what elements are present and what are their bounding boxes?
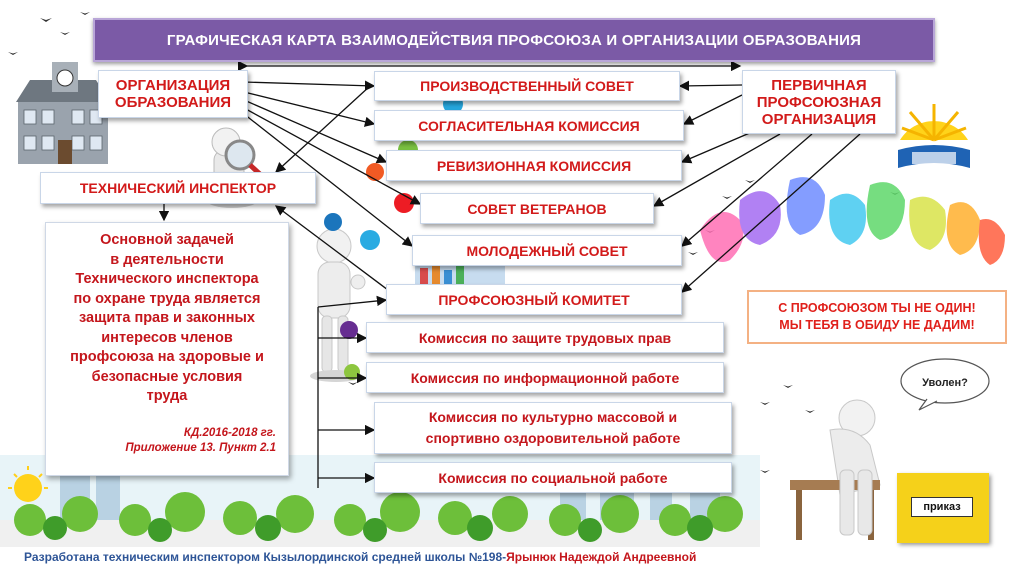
- order-document-label: приказ: [911, 497, 973, 517]
- task-line: интересов членов: [101, 329, 233, 346]
- node-primary-union-line3: ОРГАНИЗАЦИЯ: [761, 110, 877, 128]
- task-line: в деятельности: [110, 251, 224, 268]
- slogan-line-2: МЫ ТЕБЯ В ОБИДУ НЕ ДАДИМ!: [779, 318, 975, 332]
- node-conciliation-commission: СОГЛАСИТЕЛЬНАЯ КОМИССИЯ: [374, 110, 684, 141]
- node-production-council-label: ПРОИЗВОДСТВЕННЫЙ СОВЕТ: [420, 78, 634, 94]
- node-union-committee-label: ПРОФСОЮЗНЫЙ КОМИТЕТ: [438, 291, 630, 308]
- node-labor-rights-commission-label: Комиссия по защите трудовых прав: [418, 329, 672, 346]
- node-information-commission: Комиссия по информационной работе: [366, 362, 724, 393]
- jumping-people-illustration: [700, 177, 1005, 265]
- sitting-figure-illustration: [790, 399, 881, 540]
- task-line: профсоюза на здоровые и: [70, 349, 264, 365]
- union-logo-illustration: [898, 104, 970, 168]
- order-document-illustration: приказ: [897, 473, 989, 543]
- inspector-task-text-box: Основной задачей в деятельности Техничес…: [45, 222, 289, 476]
- reference-line-1: КД.2016-2018 гг.: [183, 427, 276, 439]
- reference-line-2: Приложение 13. Пункт 2.1: [125, 442, 276, 454]
- task-line: Основной задачей: [100, 232, 234, 248]
- author-credit-name: Ярынюк Надеждой Андреевной: [506, 549, 697, 564]
- node-technical-inspector: ТЕХНИЧЕСКИЙ ИНСПЕКТОР: [40, 172, 316, 204]
- task-line: защита прав и законных: [79, 310, 255, 326]
- node-technical-inspector-label: ТЕХНИЧЕСКИЙ ИНСПЕКТОР: [79, 180, 277, 196]
- node-primary-union-line1: ПЕРВИЧНАЯ: [771, 76, 867, 94]
- node-youth-council-label: МОЛОДЕЖНЫЙ СОВЕТ: [466, 242, 628, 259]
- node-primary-union-organization: ПЕРВИЧНАЯ ПРОФСОЮЗНАЯ ОРГАНИЗАЦИЯ: [742, 70, 896, 134]
- node-culture-sport-commission: Комиссия по культурно массовой и спортив…: [374, 402, 732, 454]
- inspector-task-text: Основной задачей в деятельности Техничес…: [52, 231, 282, 407]
- school-building-illustration: [16, 62, 110, 164]
- node-education-organization-line1: ОРГАНИЗАЦИЯ: [115, 77, 231, 94]
- node-conciliation-commission-label: СОГЛАСИТЕЛЬНАЯ КОМИССИЯ: [418, 117, 640, 134]
- task-line: безопасные условия: [91, 368, 243, 385]
- node-social-commission-label: Комиссия по социальной работе: [438, 469, 668, 486]
- node-labor-rights-commission: Комиссия по защите трудовых прав: [366, 322, 724, 353]
- node-youth-council: МОЛОДЕЖНЫЙ СОВЕТ: [412, 235, 682, 266]
- author-credit: Разработана техническим инспектором Кызы…: [24, 547, 754, 566]
- speech-bubble: Уволен?: [897, 355, 993, 411]
- node-education-organization: ОРГАНИЗАЦИЯ ОБРАЗОВАНИЯ: [98, 70, 248, 118]
- speech-bubble-shape: [900, 358, 990, 411]
- node-audit-commission-label: РЕВИЗИОННАЯ КОМИССИЯ: [436, 157, 632, 174]
- page-title-banner: ГРАФИЧЕСКАЯ КАРТА ВЗАИМОДЕЙСТВИЯ ПРОФСОЮ…: [93, 18, 935, 62]
- task-line: Технического инспектора: [75, 271, 259, 287]
- node-union-committee: ПРОФСОЮЗНЫЙ КОМИТЕТ: [386, 284, 682, 315]
- node-production-council: ПРОИЗВОДСТВЕННЫЙ СОВЕТ: [374, 71, 680, 101]
- node-veterans-council-label: СОВЕТ ВЕТЕРАНОВ: [467, 200, 607, 217]
- page-title: ГРАФИЧЕСКАЯ КАРТА ВЗАИМОДЕЙСТВИЯ ПРОФСОЮ…: [166, 31, 862, 49]
- node-veterans-council: СОВЕТ ВЕТЕРАНОВ: [420, 193, 654, 224]
- slogan-box: С ПРОФСОЮЗОМ ТЫ НЕ ОДИН! МЫ ТЕБЯ В ОБИДУ…: [747, 290, 1007, 344]
- node-culture-sport-commission-line2: спортивно оздоровительной работе: [425, 430, 681, 446]
- node-information-commission-label: Комиссия по информационной работе: [410, 369, 680, 386]
- task-line: по охране труда является: [73, 290, 261, 307]
- node-education-organization-line2: ОБРАЗОВАНИЯ: [114, 94, 232, 111]
- node-primary-union-line2: ПРОФСОЮЗНАЯ: [756, 93, 882, 111]
- author-credit-school: Разработана техническим инспектором Кызы…: [24, 549, 507, 564]
- slogan-line-1: С ПРОФСОЮЗОМ ТЫ НЕ ОДИН!: [778, 301, 976, 315]
- node-culture-sport-commission-line1: Комиссия по культурно массовой и: [428, 409, 678, 425]
- thumbs-up-figure-illustration: [310, 228, 366, 382]
- task-line: труда: [146, 388, 188, 404]
- speech-bubble-text: Уволен?: [922, 377, 968, 389]
- node-audit-commission: РЕВИЗИОННАЯ КОМИССИЯ: [386, 150, 682, 181]
- node-social-commission: Комиссия по социальной работе: [374, 462, 732, 493]
- inspector-task-reference: КД.2016-2018 гг. Приложение 13. Пункт 2.…: [125, 426, 276, 456]
